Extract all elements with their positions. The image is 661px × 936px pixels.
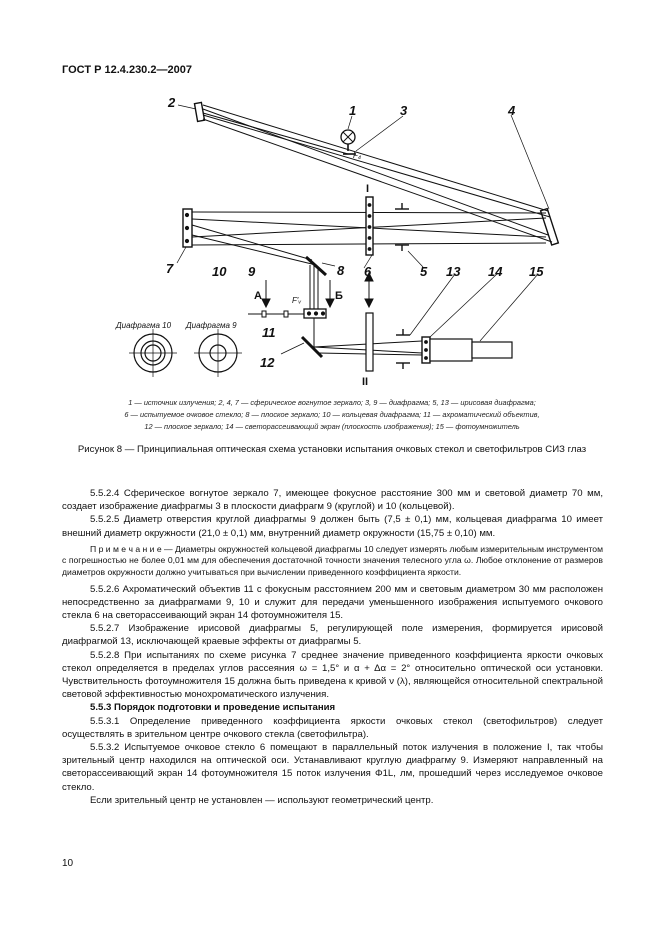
label-6: 6: [364, 264, 372, 279]
note-paragraph: П р и м е ч а н и е — Диаметры окружност…: [62, 543, 603, 577]
figure-caption: Рисунок 8 — Принципиальная оптическая сх…: [77, 444, 587, 455]
label-arrow-B: Б: [335, 290, 343, 302]
figure-legend: 1 — источник излучения; 2, 4, 7 — сферич…: [62, 397, 602, 433]
label-flux-v: F′ᵥ: [292, 296, 301, 305]
mirror-4: [539, 207, 560, 246]
paragraph-5-5-2-8: 5.5.2.8 При испытаниях по схеме рисунка …: [62, 649, 603, 701]
label-11: 11: [262, 325, 276, 340]
label-9: 9: [248, 264, 256, 279]
label-2: 2: [167, 95, 176, 110]
legend-line-2: 6 — испытуемое очковое стекло; 8 — плоск…: [124, 410, 540, 419]
label-pos-I: I: [366, 183, 369, 195]
optical-scheme-figure: 2 1 3 4 7 10 9 8 6 5 13 14 15 11 12 I II…: [115, 95, 560, 388]
label-10: 10: [212, 264, 227, 279]
mirror-12: [300, 335, 324, 359]
label-3: 3: [400, 103, 408, 118]
label-7: 7: [166, 261, 174, 276]
label-13: 13: [446, 264, 461, 279]
label-5: 5: [420, 264, 428, 279]
label-1: 1: [349, 103, 356, 118]
legend-line-3: 12 — плоское зеркало; 14 — светорассеива…: [144, 422, 520, 431]
photomultiplier-15: [429, 338, 473, 362]
legend-line-1: 1 — источник излучения; 2, 4, 7 — сферич…: [128, 398, 536, 407]
paragraph-5-5-3-1: 5.5.3.1 Определение приведенного коэффиц…: [62, 715, 603, 740]
section-heading-5-5-3: 5.5.3 Порядок подготовки и проведение ис…: [90, 702, 336, 714]
label-12: 12: [260, 355, 275, 370]
label-diaphragm-9: Диафрагма 9: [185, 321, 237, 330]
page-number: 10: [62, 858, 74, 869]
document-body: 5.5.2.4 Сферическое вогнутое зеркало 7, …: [62, 487, 603, 807]
mirror-2: [193, 101, 206, 123]
glass-6-pos-II: [365, 312, 374, 372]
paragraph-5-5-3-2: 5.5.3.2 Испытуемое очковое стекло 6 поме…: [62, 742, 603, 793]
mirror-8: [304, 255, 328, 277]
paragraph-5-5-2-7: 5.5.2.7 Изображение ирисовой диафрагмы 5…: [62, 623, 603, 648]
label-pos-II: II: [362, 376, 368, 388]
paragraph-5-5-2-6: 5.5.2.6 Ахроматический объектив 11 с фок…: [62, 583, 603, 621]
label-diaphragm-10: Диафрагма 10: [115, 321, 172, 330]
document-header: ГОСТ Р 12.4.230.2—2007: [62, 64, 192, 76]
paragraph-5-5-2-4: 5.5.2.4 Сферическое вогнутое зеркало 7, …: [62, 488, 603, 513]
label-14: 14: [488, 264, 503, 279]
label-15: 15: [529, 264, 544, 279]
label-flux-4: F₄: [353, 151, 361, 160]
label-arrow-A: А: [254, 290, 262, 302]
paragraph-5-5-2-5: 5.5.2.5 Диаметр отверстия круглой диафра…: [62, 514, 603, 539]
label-4: 4: [507, 103, 516, 118]
label-8: 8: [337, 263, 345, 278]
paragraph-geometric-center: Если зрительный центр не установлен — ис…: [90, 794, 434, 806]
